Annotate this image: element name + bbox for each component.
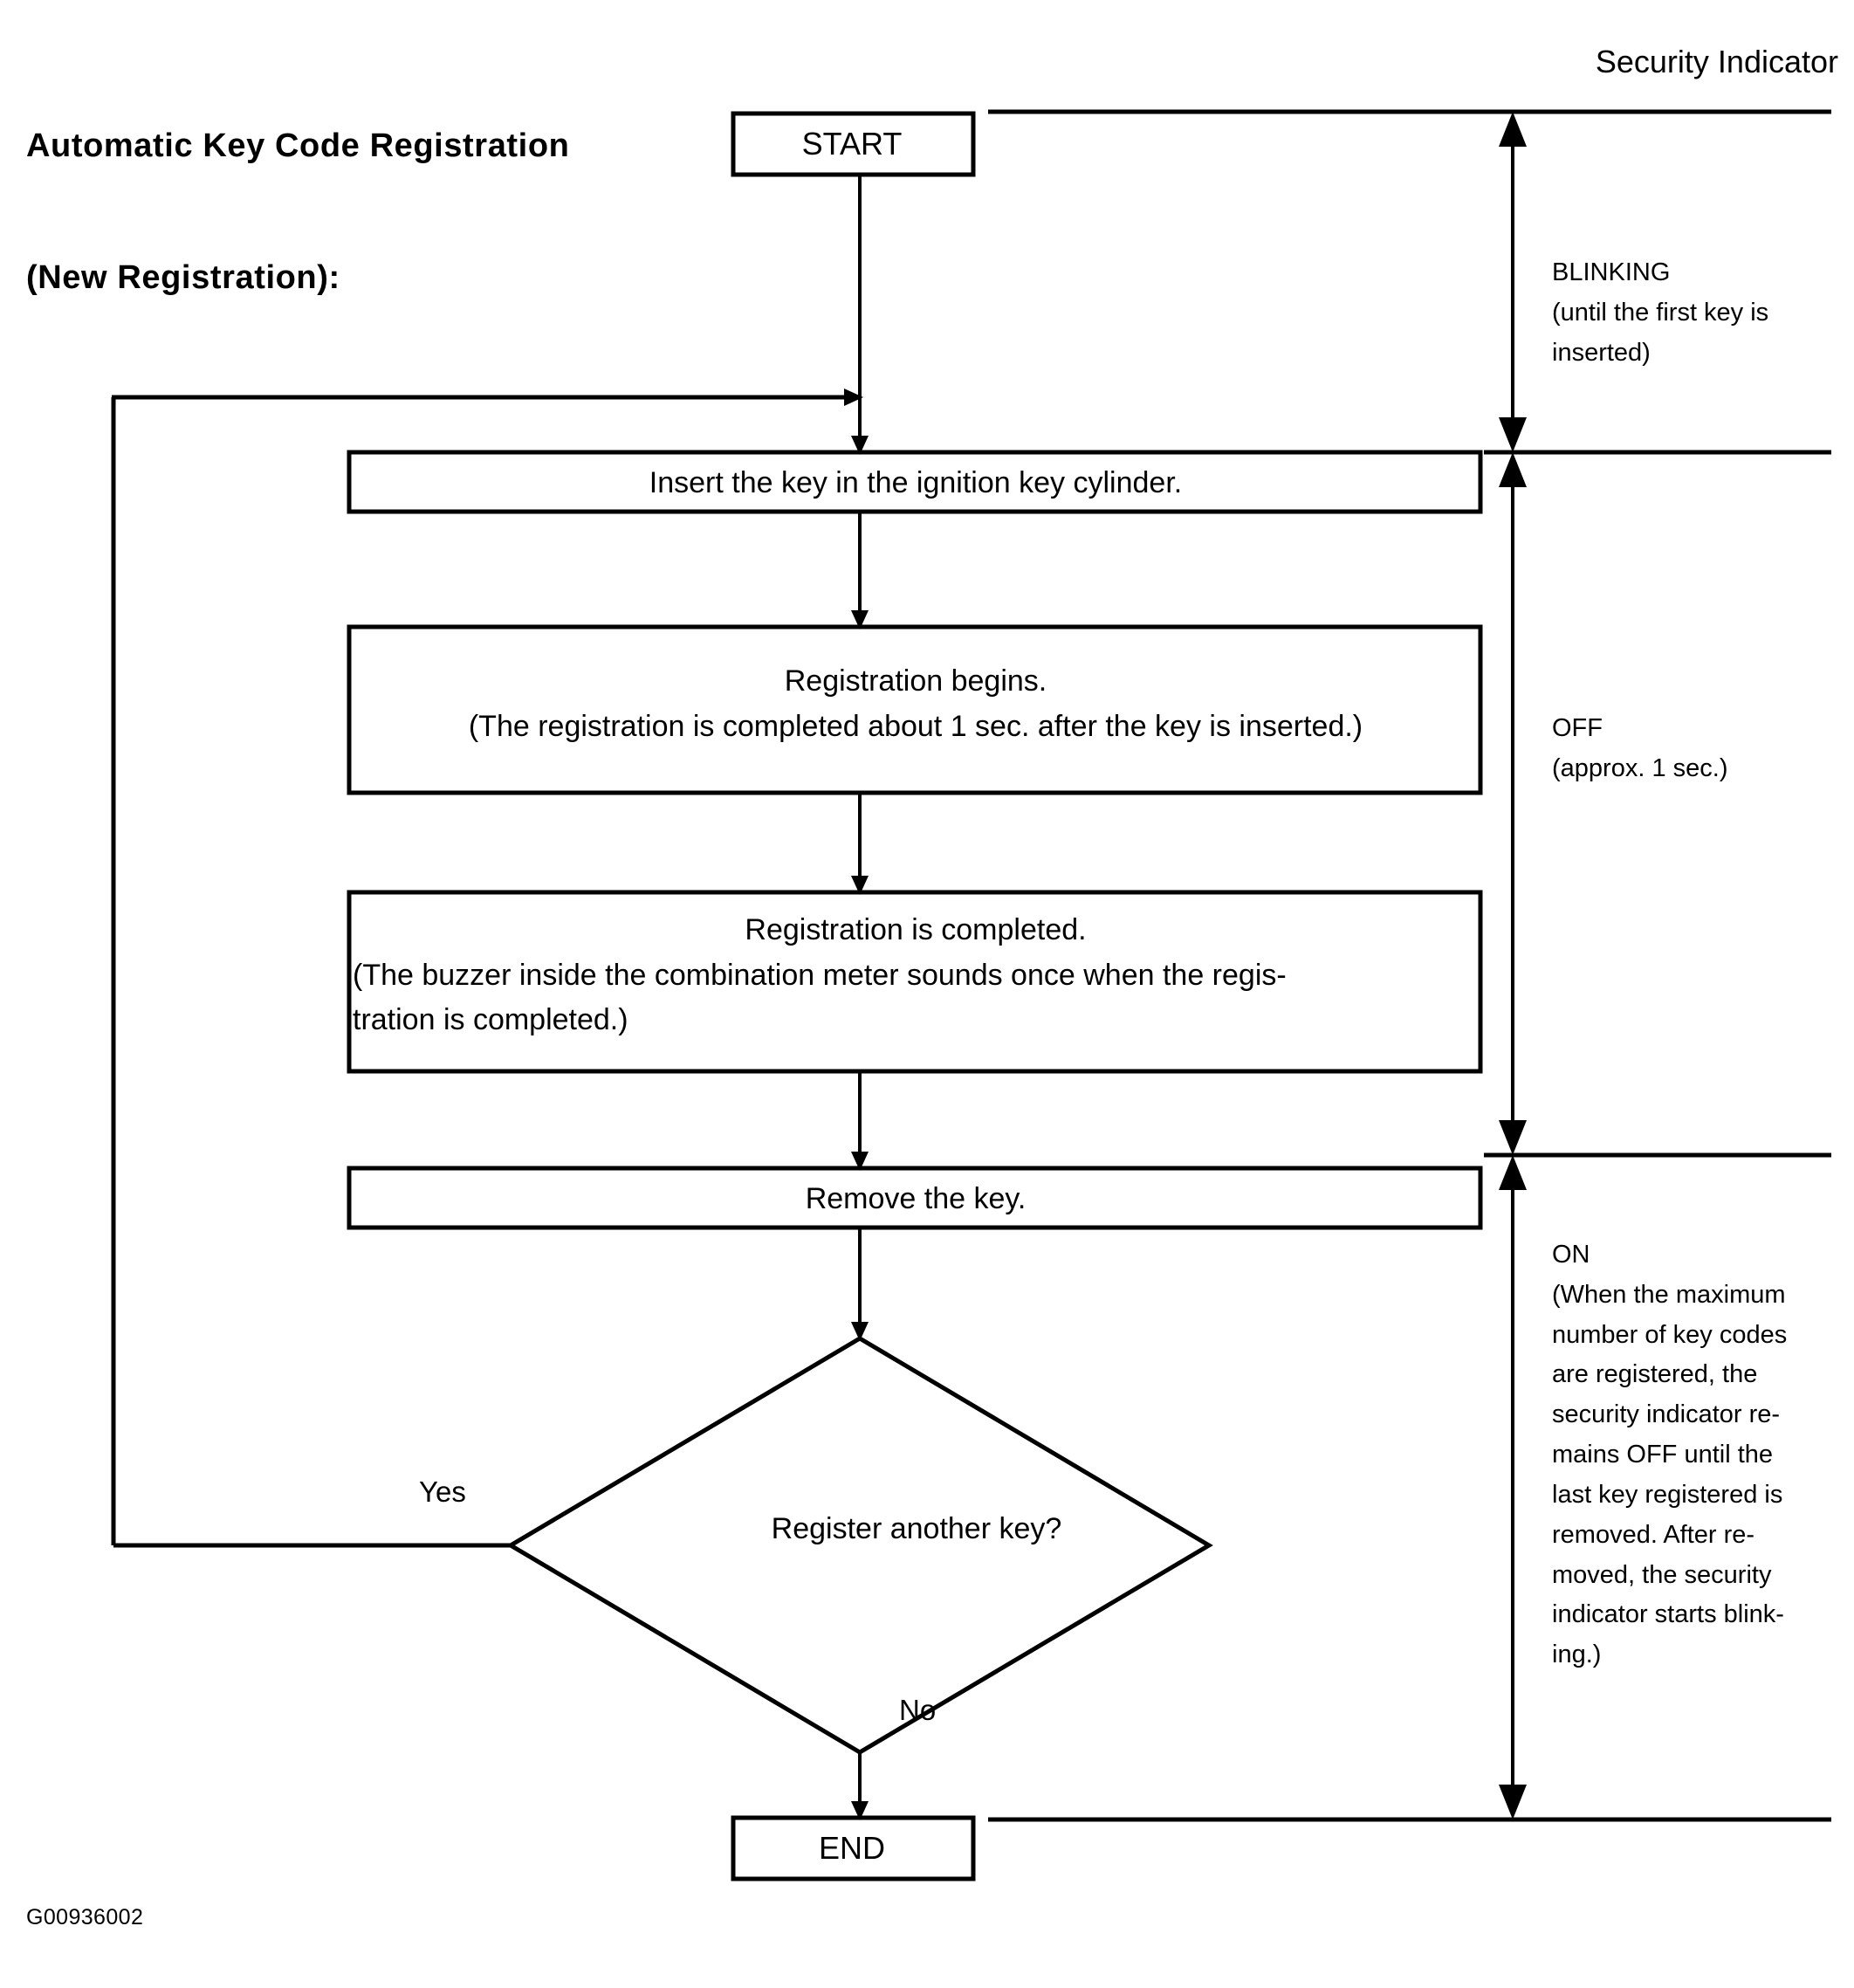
indicator-annotation-blinking: BLINKING (until the first key is inserte… [1552, 253, 1840, 373]
indicator-span-on [1499, 1155, 1527, 1819]
indicator-span-off [1499, 452, 1527, 1155]
indicator-state-blinking: BLINKING [1552, 258, 1671, 286]
registration-begins-line-1: Registration begins. [784, 664, 1047, 698]
security-indicator-scale [988, 109, 1831, 1822]
registration-completed-line-2: (The buzzer inside the combination meter… [353, 958, 1287, 992]
page-title-line-2: (New Registration): [26, 258, 340, 296]
indicator-detail-on-6: last key registered is [1552, 1480, 1783, 1509]
indicator-detail-on-2: number of key codes [1552, 1320, 1788, 1349]
indicator-detail-on-4: security indicator re- [1552, 1400, 1781, 1429]
indicator-detail-on-1: (When the maximum [1552, 1280, 1786, 1309]
registration-completed-line-3: tration is completed.) [353, 1003, 628, 1037]
indicator-state-on: ON [1552, 1241, 1590, 1269]
start-box [731, 111, 976, 177]
indicator-detail-blinking-1: (until the first key is [1552, 298, 1769, 327]
indicator-detail-blinking-2: inserted) [1552, 338, 1651, 367]
indicator-detail-on-5: mains OFF until the [1552, 1441, 1774, 1469]
indicator-detail-on-10: ing.) [1552, 1641, 1602, 1669]
decision-label: Register another key? [771, 1512, 1062, 1545]
registration-begins-line-2: (The registration is completed about 1 s… [468, 709, 1363, 743]
indicator-detail-on-9: indicator starts blink- [1552, 1600, 1784, 1629]
indicator-detail-on-8: moved, the security [1552, 1560, 1772, 1589]
indicator-state-off: OFF [1552, 714, 1603, 742]
remove-key-box [347, 1166, 1483, 1230]
security-indicator-column-header: Security Indicator [1595, 44, 1838, 79]
page-title: Automatic Key Code Registration (New Reg… [26, 37, 569, 387]
figure-reference-code: G00936002 [26, 1905, 144, 1930]
branch-label-no: No [899, 1694, 937, 1726]
registration-completed-line-1: Registration is completed. [745, 913, 1087, 946]
indicator-detail-on-7: removed. After re- [1552, 1520, 1755, 1549]
remove-key-label: Remove the key. [805, 1182, 1027, 1215]
indicator-span-blinking [1499, 112, 1527, 452]
branch-label-yes: Yes [419, 1476, 466, 1508]
indicator-annotation-off: OFF (approx. 1 sec.) [1552, 709, 1840, 789]
insert-key-label: Insert the key in the ignition key cylin… [649, 466, 1183, 499]
process-boxes [347, 111, 1483, 1881]
insert-key-box [347, 450, 1483, 514]
registration-begins-box [347, 624, 1483, 795]
indicator-detail-on-3: are registered, the [1552, 1360, 1758, 1389]
registration-begins-label: Registration begins. (The registration i… [353, 659, 1479, 749]
page-title-line-1: Automatic Key Code Registration [26, 127, 570, 165]
yes-feedback-loop [111, 389, 863, 1548]
registration-completed-box [347, 890, 1483, 1074]
start-node-label: START [801, 126, 903, 162]
indicator-annotation-on: ON (When the maximum number of key codes… [1552, 1235, 1831, 1675]
end-node-label: END [818, 1830, 885, 1866]
registration-completed-label: Registration is completed. (The buzzer i… [353, 908, 1479, 1043]
indicator-detail-off-1: (approx. 1 sec.) [1552, 753, 1728, 782]
